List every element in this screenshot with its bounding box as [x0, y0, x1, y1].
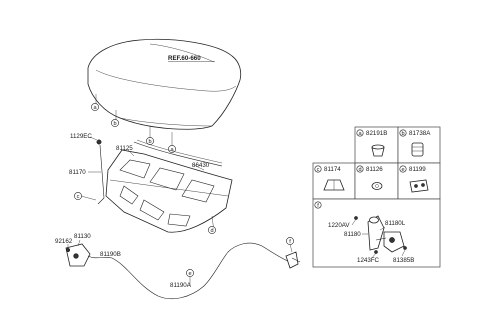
table-cell-d: d 81126: [356, 165, 383, 190]
svg-text:e: e: [188, 271, 191, 277]
svg-text:c: c: [317, 167, 320, 173]
callout-d-insulator: d: [208, 226, 216, 234]
table-cell-c: c 81174: [314, 165, 345, 191]
part-number-92162: 92162: [55, 238, 73, 245]
part-number-81130: 81130: [74, 233, 91, 240]
svg-text:b: b: [148, 139, 151, 145]
svg-text:81126: 81126: [366, 166, 383, 173]
svg-text:f: f: [317, 203, 319, 209]
hood-insulator-81125: [105, 149, 233, 233]
svg-text:REF.60-660: REF.60-660: [168, 55, 201, 62]
parts-table: [312, 126, 441, 268]
callout-b-hood-left: b: [111, 119, 119, 127]
svg-text:d: d: [210, 228, 213, 234]
part-number-81170: 81170: [69, 169, 86, 176]
callout-f-handle: f: [286, 237, 294, 245]
callout-e-cable: e: [186, 269, 194, 277]
hood-stay-rod-81170: [96, 139, 105, 205]
callout-a-hood-right: a: [168, 145, 176, 153]
svg-text:b: b: [401, 131, 404, 137]
svg-text:e: e: [401, 167, 404, 173]
hood-latch-81130: [65, 243, 91, 267]
svg-text:c: c: [77, 194, 80, 200]
table-cell-a: a 82191B: [356, 129, 387, 157]
svg-text:81199: 81199: [409, 166, 426, 173]
part-number-86430: 86430: [192, 162, 210, 169]
hood-hinge-assembly: [354, 215, 407, 254]
svg-text:a: a: [358, 131, 362, 137]
svg-text:81738A: 81738A: [409, 130, 431, 137]
svg-text:a: a: [170, 147, 174, 153]
hood-panel: [87, 38, 242, 130]
svg-text:b: b: [113, 121, 116, 127]
svg-text:82191B: 82191B: [366, 130, 387, 137]
table-cell-f: f 1220AV 81180L 81180 1243FC 81385B: [314, 201, 414, 264]
release-cable-81190a: [111, 242, 291, 299]
part-number-81190A: 81190A: [170, 282, 192, 289]
callout-a-hood-left: a: [91, 103, 99, 111]
part-number-1129EC: 1129EC: [70, 133, 92, 140]
release-cable-81190b: [87, 255, 113, 259]
part-number-81190B: 81190B: [100, 251, 121, 258]
svg-text:81174: 81174: [324, 166, 341, 173]
svg-text:1220AV: 1220AV: [328, 222, 350, 229]
svg-text:81180L: 81180L: [385, 220, 406, 227]
table-cell-e: e 81199: [399, 165, 429, 193]
svg-text:1243FC: 1243FC: [357, 257, 380, 264]
ref-label: REF.60-660: [168, 55, 215, 62]
svg-text:d: d: [358, 167, 361, 173]
svg-text:f: f: [289, 239, 291, 245]
svg-text:81385B: 81385B: [393, 257, 414, 264]
hood-seal-86430: [133, 139, 223, 167]
part-number-81125: 81125: [116, 145, 133, 152]
callout-c-rod: c: [74, 192, 82, 200]
table-cell-b: b 81738A: [399, 129, 431, 157]
release-handle: [285, 251, 301, 269]
svg-text:81180: 81180: [344, 231, 361, 238]
svg-text:a: a: [93, 105, 97, 111]
